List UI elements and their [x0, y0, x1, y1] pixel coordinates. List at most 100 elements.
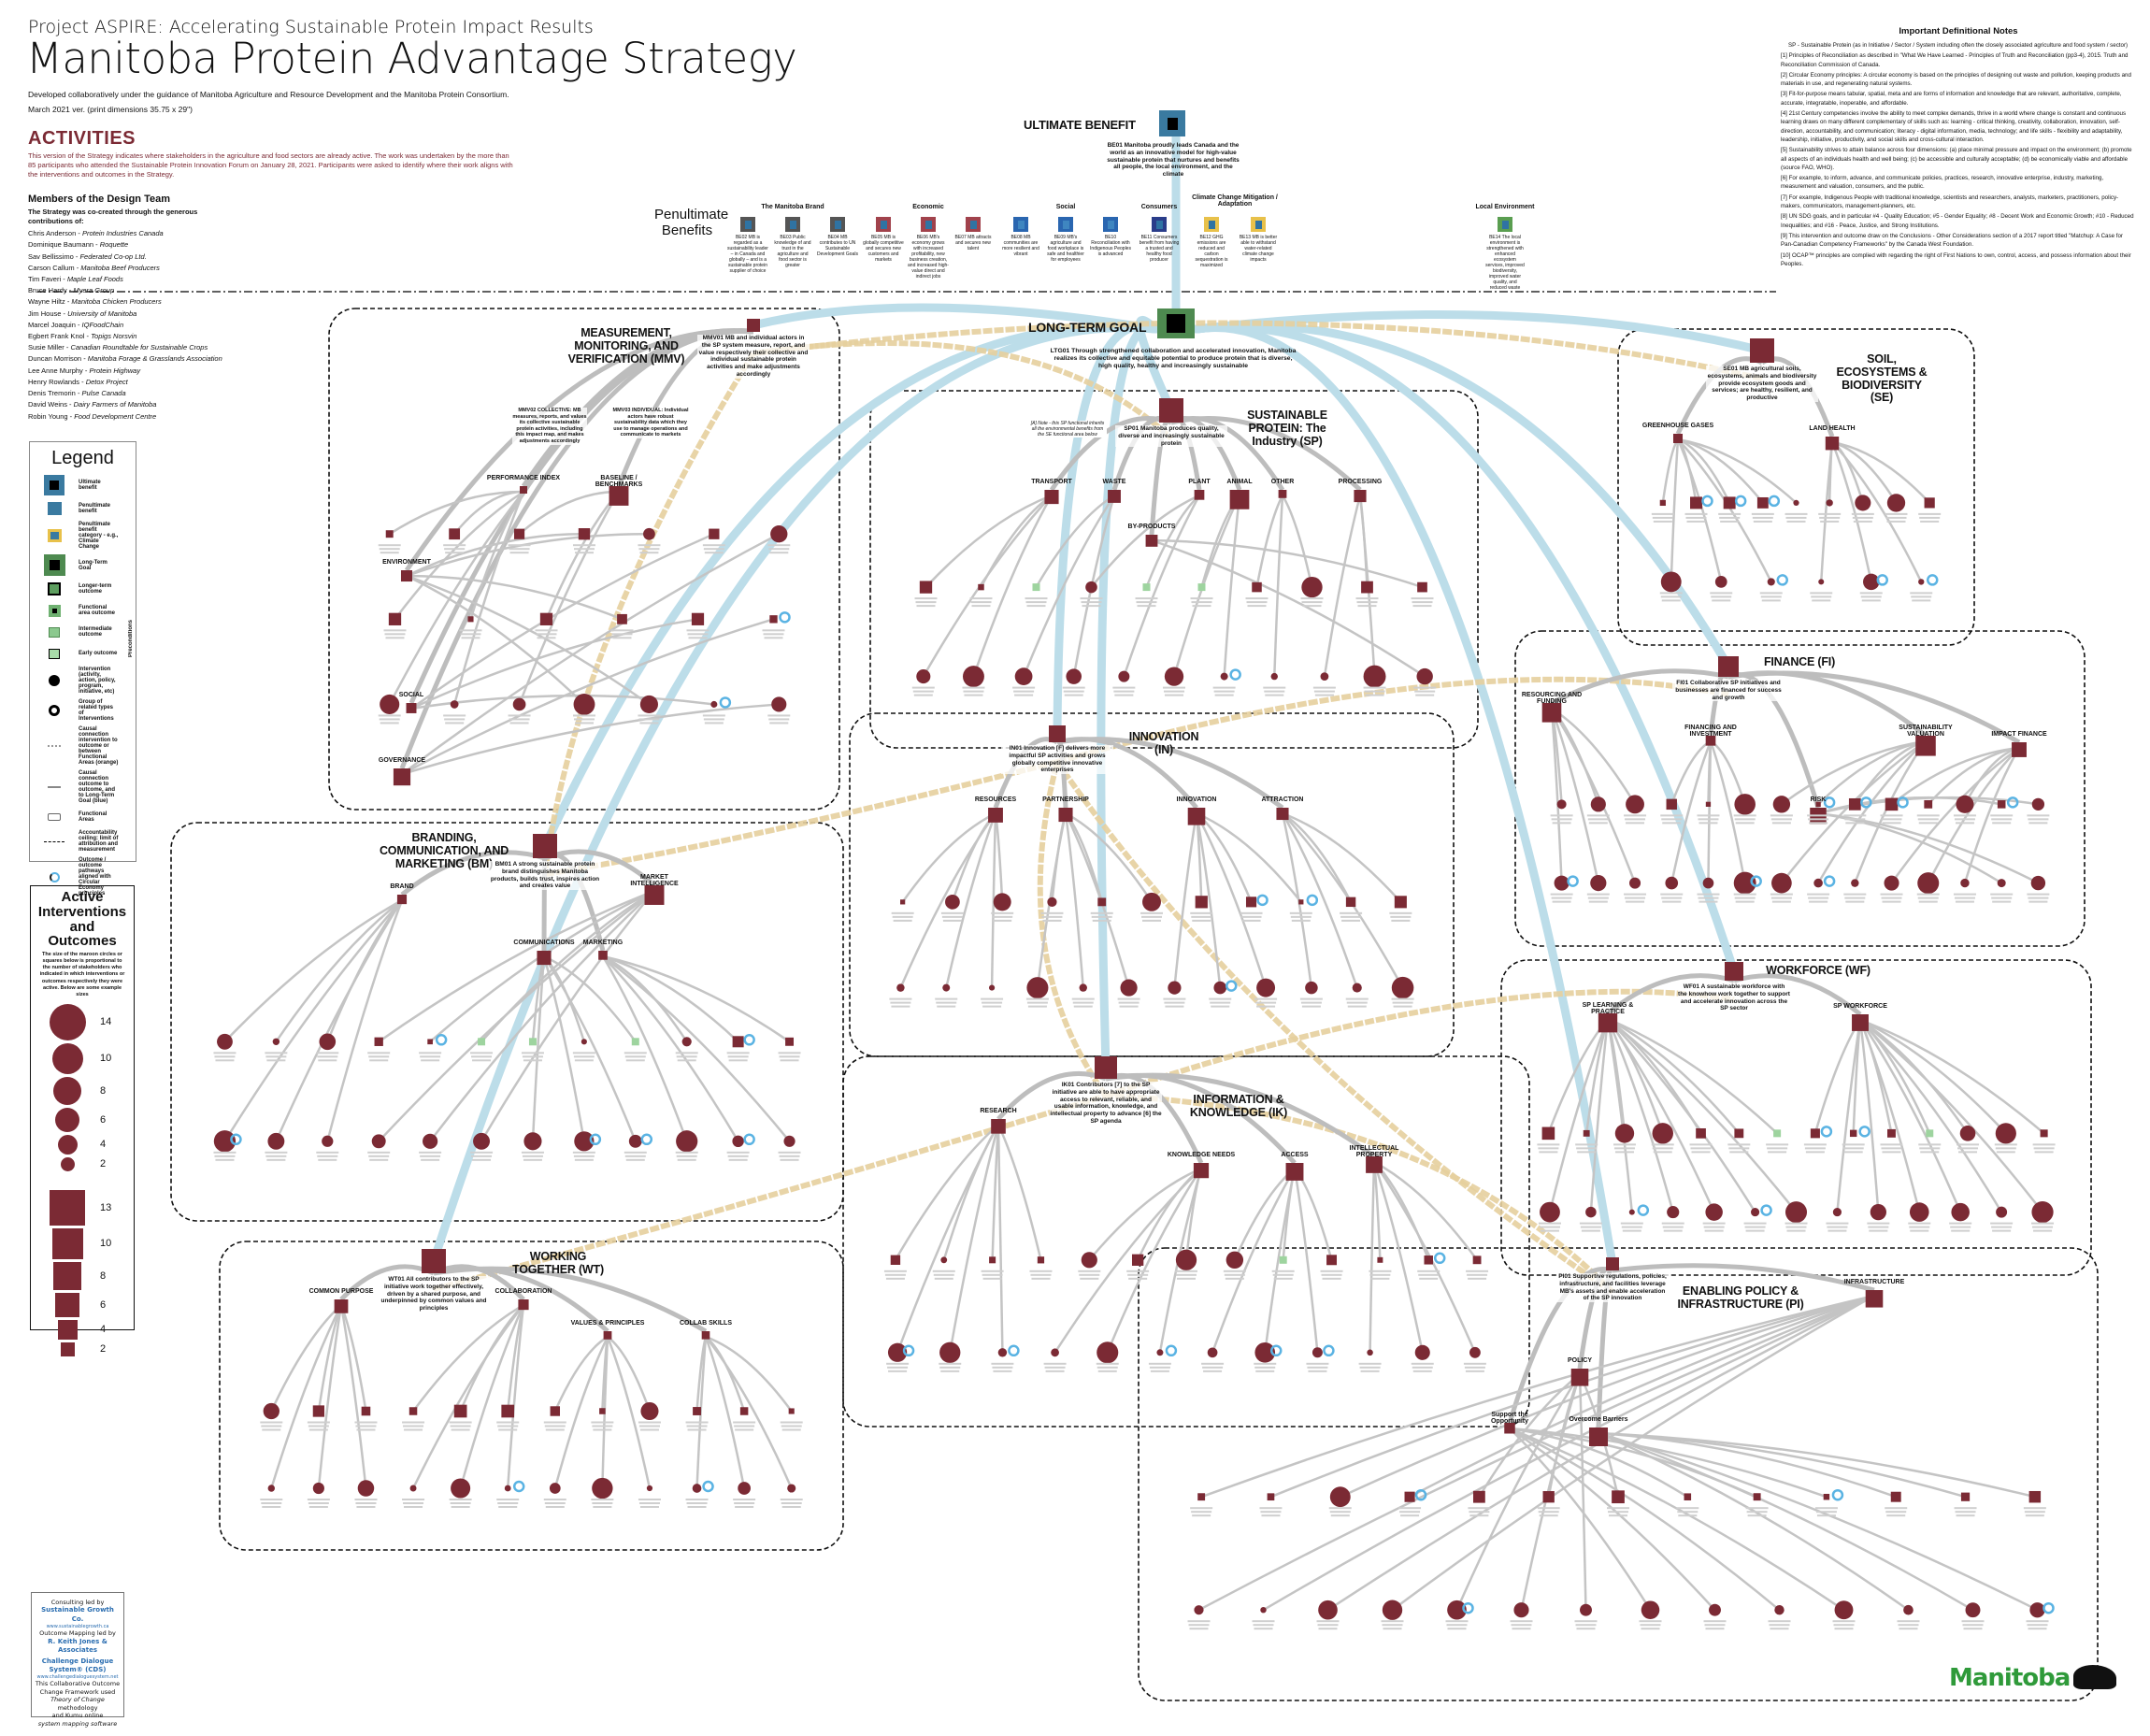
outcome-node[interactable] [1885, 797, 1899, 811]
intervention-node[interactable] [1784, 1201, 1808, 1224]
intermediate-outcome-node[interactable] [1852, 1014, 1869, 1031]
intervention-node[interactable] [1818, 579, 1825, 585]
intervention-node[interactable] [1614, 1124, 1635, 1143]
intervention-node[interactable] [267, 1485, 276, 1492]
intervention-node[interactable] [357, 1480, 375, 1497]
outcome-node[interactable] [739, 1407, 749, 1415]
wt-main-outcome-node[interactable] [422, 1249, 446, 1273]
intermediate-outcome-node[interactable] [1354, 490, 1367, 503]
outcome-node[interactable] [361, 1406, 371, 1416]
intervention-node[interactable] [504, 1485, 511, 1492]
intermediate-outcome-node[interactable] [1194, 490, 1205, 500]
intervention-node[interactable] [993, 893, 1011, 911]
intervention-node[interactable] [710, 700, 718, 708]
intervention-node[interactable] [473, 1132, 491, 1150]
intervention-node[interactable] [1997, 879, 2006, 888]
intervention-node[interactable] [1540, 1201, 1560, 1223]
intervention-node[interactable] [628, 1134, 642, 1148]
outcome-node[interactable] [374, 1037, 383, 1046]
outcome-node[interactable] [2028, 1490, 2042, 1503]
intervention-node[interactable] [643, 527, 655, 540]
outcome-node[interactable] [1696, 1127, 1706, 1139]
intervention-node[interactable] [217, 1033, 233, 1050]
intervention-node[interactable] [1870, 1203, 1886, 1221]
bm-main-outcome-node[interactable] [533, 834, 557, 858]
intervention-node[interactable] [939, 1341, 961, 1363]
intervention-node[interactable] [371, 1134, 386, 1149]
intervention-node[interactable] [267, 1132, 285, 1150]
intervention-node[interactable] [1391, 976, 1414, 999]
intervention-node[interactable] [1363, 665, 1386, 688]
intervention-node[interactable] [640, 1401, 659, 1421]
outcome-node[interactable] [1131, 1254, 1144, 1266]
outcome-node[interactable] [550, 1406, 561, 1416]
intervention-node[interactable] [1886, 494, 1906, 512]
intermediate-outcome-node[interactable] [1825, 437, 1840, 451]
intervention-node[interactable] [1164, 667, 1184, 686]
intervention-node[interactable] [1066, 668, 1082, 684]
intervention-node[interactable] [997, 1348, 1008, 1357]
intervention-node[interactable] [1751, 1208, 1760, 1217]
intervention-node[interactable] [771, 696, 787, 712]
outcome-node[interactable] [1472, 1255, 1482, 1265]
intervention-node[interactable] [1855, 495, 1871, 511]
outcome-node[interactable] [1705, 801, 1712, 807]
outcome-node[interactable] [1197, 1493, 1206, 1501]
intervention-node[interactable] [423, 1133, 438, 1149]
outcome-node[interactable] [408, 1407, 418, 1415]
outcome-node[interactable] [1377, 1256, 1383, 1263]
early-outcome-node[interactable] [528, 1038, 537, 1046]
outcome-node[interactable] [1361, 581, 1373, 594]
outcome-node[interactable] [1541, 1126, 1555, 1141]
intervention-node[interactable] [1652, 1123, 1673, 1144]
intervention-node[interactable] [1665, 876, 1679, 890]
intervention-node[interactable] [1382, 1600, 1403, 1620]
intervention-node[interactable] [1220, 672, 1228, 681]
intermediate-outcome-node[interactable] [1588, 1428, 1609, 1447]
intervention-node[interactable] [580, 1039, 587, 1045]
intervention-node[interactable] [1168, 981, 1182, 995]
intervention-node[interactable] [1590, 875, 1607, 892]
outcome-node[interactable] [1753, 1493, 1761, 1501]
intervention-node[interactable] [1771, 872, 1792, 894]
intermediate-outcome-node[interactable] [1058, 808, 1073, 823]
intervention-node[interactable] [1118, 670, 1130, 682]
outcome-node[interactable] [1417, 581, 1427, 593]
outcome-node[interactable] [513, 528, 525, 539]
intervention-node[interactable] [1156, 1349, 1164, 1356]
fi-main-outcome-node[interactable] [1718, 656, 1739, 677]
intervention-node[interactable] [322, 1135, 334, 1147]
intervention-node[interactable] [1096, 1341, 1119, 1364]
outcome-node[interactable] [1960, 1492, 1971, 1501]
intervention-node[interactable] [1213, 981, 1227, 995]
intervention-node[interactable] [962, 666, 984, 688]
outcome-node[interactable] [1659, 499, 1666, 507]
intervention-node[interactable] [1447, 1600, 1467, 1620]
intervention-node[interactable] [787, 1484, 796, 1493]
outcome-node[interactable] [1345, 897, 1356, 908]
intermediate-outcome-node[interactable] [1598, 1013, 1618, 1033]
intervention-node[interactable] [1702, 877, 1714, 889]
intervention-node[interactable] [312, 1482, 324, 1495]
intermediate-outcome-node[interactable] [1229, 490, 1250, 509]
early-outcome-node[interactable] [1197, 583, 1206, 592]
outcome-node[interactable] [1394, 896, 1407, 909]
mmv-main-outcome-node[interactable] [747, 319, 760, 332]
outcome-node[interactable] [900, 899, 906, 905]
outcome-node[interactable] [1267, 1493, 1275, 1501]
intervention-node[interactable] [2029, 1602, 2045, 1618]
intermediate-outcome-node[interactable] [1915, 736, 1936, 756]
outcome-node[interactable] [1472, 1490, 1485, 1503]
intervention-node[interactable] [523, 1132, 542, 1151]
intervention-node[interactable] [409, 1485, 417, 1492]
outcome-node[interactable] [788, 1408, 795, 1414]
outcome-node[interactable] [1810, 1128, 1820, 1139]
intervention-node[interactable] [380, 694, 400, 714]
intervention-node[interactable] [770, 525, 788, 543]
intervention-node[interactable] [1667, 1206, 1680, 1219]
intervention-node[interactable] [573, 694, 595, 715]
intermediate-outcome-node[interactable] [1276, 808, 1289, 821]
wf-main-outcome-node[interactable] [1725, 962, 1743, 981]
intervention-node[interactable] [1995, 1123, 2016, 1144]
intervention-node[interactable] [681, 1037, 692, 1047]
